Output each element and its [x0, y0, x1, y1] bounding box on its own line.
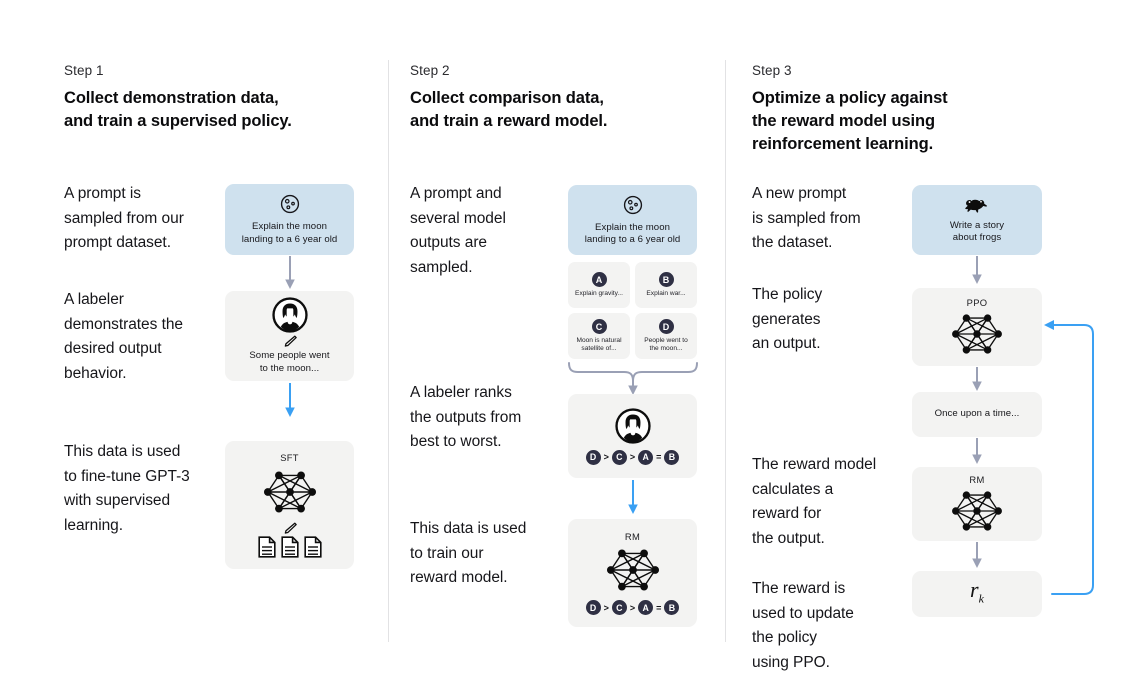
step-3-column: Step 3 Optimize a policy against the rew… — [725, 0, 1128, 680]
rank-op-2: > — [629, 452, 636, 462]
step-2-prompt-card[interactable]: Explain the moon landing to a 6 year old — [568, 185, 697, 255]
step-3-output-text: Once upon a time... — [934, 408, 1020, 420]
step-1-prompt-text: Explain the moon landing to a 6 year old — [241, 221, 338, 245]
step-3-output-card[interactable]: Once upon a time... — [912, 392, 1042, 437]
step-1-arrow-1 — [283, 256, 297, 291]
step-2-rm-title: RM — [624, 531, 641, 542]
document-icon-row — [257, 536, 322, 558]
step-1-label: Step 1 — [64, 63, 104, 78]
option-card-d[interactable]: D People went to the moon... — [635, 313, 697, 359]
rank-op-1: > — [603, 452, 609, 462]
step-3-new-prompt-text: Write a story about frogs — [949, 219, 1005, 243]
step-2-paragraph-1: A prompt and several model outputs are s… — [410, 185, 506, 276]
neural-network-icon — [262, 468, 318, 516]
step-3-paragraph-1: A new prompt is sampled from the dataset… — [752, 185, 861, 251]
rank-op-3: = — [656, 452, 662, 462]
document-icon — [257, 536, 276, 558]
step-2-arrow-2 — [626, 480, 640, 516]
rank-op-3: = — [656, 602, 662, 613]
column-divider-1 — [388, 60, 389, 642]
rank-chip-2: C — [611, 449, 627, 465]
rank-op-2: > — [629, 602, 636, 613]
option-text-d: People went to the moon... — [644, 337, 688, 352]
step-2-prompt-text: Explain the moon landing to a 6 year old — [584, 221, 681, 245]
column-divider-2 — [725, 60, 726, 642]
option-card-c[interactable]: C Moon is natural satellite of... — [568, 313, 630, 359]
step-2-label: Step 2 — [410, 63, 450, 78]
labeler-avatar-icon — [271, 297, 308, 333]
option-card-b[interactable]: B Explain war... — [635, 262, 697, 308]
rank-chip-4: B — [664, 449, 680, 465]
neural-network-icon — [605, 546, 661, 594]
pencil-icon — [282, 522, 298, 534]
rank-chip-3: A — [638, 600, 654, 615]
frog-icon — [964, 196, 990, 214]
option-letter-d: D — [658, 319, 674, 334]
step-3-title: Optimize a policy against the reward mod… — [752, 89, 948, 153]
step-2-ranking-row: D > C > A = B — [585, 449, 680, 465]
reward-symbol-base: r — [970, 576, 979, 602]
step-1-demonstration-text: Some people went to the moon... — [249, 350, 330, 374]
step-2-rm-ranking-row: D > C > A = B — [585, 600, 680, 615]
labeler-avatar-icon — [614, 407, 651, 444]
option-letter-b: B — [658, 272, 674, 287]
option-card-a[interactable]: A Explain gravity... — [568, 262, 630, 308]
step-3-paragraph-2: The policy generates an output. — [752, 286, 823, 352]
reward-symbol-subscript: k — [978, 591, 984, 606]
neural-network-icon — [950, 311, 1004, 357]
step-2-brace-arrow — [566, 361, 700, 397]
step-1-demonstration-card[interactable]: Some people went to the moon... — [225, 291, 354, 381]
option-letter-c: C — [591, 319, 607, 334]
step-1-arrow-2 — [283, 383, 297, 419]
step-3-ppo-title: PPO — [966, 297, 988, 308]
option-text-a: Explain gravity... — [575, 290, 623, 297]
document-icon — [303, 536, 322, 558]
step-3-ppo-card[interactable]: PPO — [912, 288, 1042, 366]
option-text-b: Explain war... — [646, 290, 686, 297]
step-3-arrow-3 — [970, 438, 984, 466]
rank-chip-3: A — [638, 449, 654, 465]
step-1-sft-card[interactable]: SFT — [225, 441, 354, 569]
step-1-prompt-card[interactable]: Explain the moon landing to a 6 year old — [225, 184, 354, 255]
step-1-column: Step 1 Collect demonstration data, and t… — [0, 0, 388, 680]
rank-chip-2: C — [611, 600, 627, 615]
document-icon — [280, 536, 299, 558]
step-3-label: Step 3 — [752, 63, 792, 78]
option-letter-a: A — [591, 272, 607, 287]
step-1-paragraph-3: This data is used to fine-tune GPT-3 wit… — [64, 443, 190, 534]
step-3-new-prompt-card[interactable]: Write a story about frogs — [912, 185, 1042, 255]
step-3-feedback-loop — [1040, 310, 1102, 600]
reward-symbol: rk — [970, 576, 984, 609]
rank-chip-4: B — [664, 600, 680, 615]
rank-chip-1: D — [585, 600, 601, 615]
step-2-paragraph-2: A labeler ranks the outputs from best to… — [410, 384, 522, 450]
step-3-reward-model-card[interactable]: RM — [912, 467, 1042, 541]
step-3-arrow-1 — [970, 256, 984, 286]
step-3-arrow-4 — [970, 542, 984, 570]
step-2-reward-model-card[interactable]: RM — [568, 519, 697, 627]
step-2-title: Collect comparison data, and train a rew… — [410, 89, 608, 130]
rank-chip-1: D — [585, 449, 601, 465]
step-3-paragraph-3: The reward model calculates a reward for… — [752, 456, 877, 547]
moon-icon — [279, 193, 301, 215]
step-3-paragraph-4: The reward is used to update the policy … — [752, 580, 854, 671]
pencil-icon — [282, 335, 298, 347]
step-3-arrow-2 — [970, 367, 984, 393]
moon-icon — [622, 194, 644, 216]
step-1-paragraph-1: A prompt is sampled from our prompt data… — [64, 185, 184, 251]
step-3-reward-value-card[interactable]: rk — [912, 571, 1042, 617]
step-1-paragraph-2: A labeler demonstrates the desired outpu… — [64, 291, 183, 382]
rank-op-1: > — [603, 602, 609, 613]
neural-network-icon — [950, 488, 1004, 534]
step-1-sft-title: SFT — [280, 452, 299, 463]
step-1-title: Collect demonstration data, and train a … — [64, 89, 292, 130]
step-2-column: Step 2 Collect comparison data, and trai… — [388, 0, 725, 680]
step-2-paragraph-3: This data is used to train our reward mo… — [410, 520, 527, 586]
option-text-c: Moon is natural satellite of... — [576, 337, 622, 352]
step-2-ranking-card[interactable]: D > C > A = B — [568, 394, 697, 478]
step-3-rm-title: RM — [969, 474, 985, 485]
